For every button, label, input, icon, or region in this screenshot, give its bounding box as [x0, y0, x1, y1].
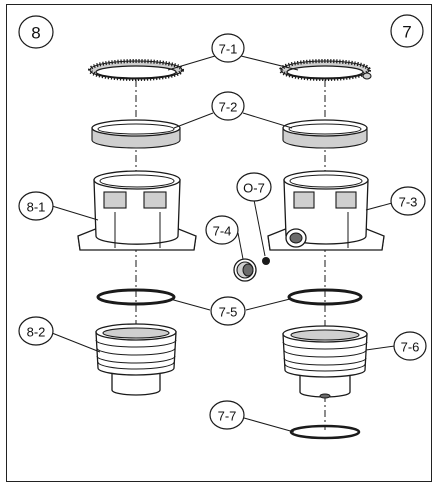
label-7-2: 7-2 — [211, 91, 245, 121]
label-7-3-text: 7-3 — [399, 195, 418, 210]
label-7: 7 — [390, 14, 424, 48]
label-8-1: 8-1 — [18, 191, 54, 221]
label-7-6-text: 7-6 — [401, 340, 420, 355]
label-8: 8 — [18, 15, 54, 49]
label-7-1-text: 7-1 — [219, 42, 238, 57]
label-7-text: 7 — [402, 23, 411, 42]
left-housing-8-1 — [77, 170, 197, 251]
label-7-4-text: 7-4 — [213, 224, 232, 239]
ring-7-7 — [289, 424, 361, 440]
label-8-2-text: 8-2 — [27, 325, 46, 340]
label-o-7-text: O-7 — [243, 181, 265, 196]
label-7-6: 7-6 — [393, 331, 427, 361]
label-7-5-text: 7-5 — [219, 305, 238, 320]
left-o-ring — [96, 288, 176, 306]
label-7-3: 7-3 — [390, 186, 426, 216]
plug-7-4 — [233, 258, 257, 282]
right-threaded-adapter-7-6 — [282, 325, 368, 399]
label-o-7: O-7 — [236, 172, 272, 202]
seal-o-7 — [262, 257, 270, 265]
label-7-4: 7-4 — [205, 215, 239, 245]
label-7-7-text: 7-7 — [218, 409, 237, 424]
label-7-1: 7-1 — [211, 33, 245, 63]
right-toothed-ring — [279, 59, 372, 81]
label-8-1-text: 8-1 — [27, 200, 46, 215]
right-housing-7-3 — [267, 170, 385, 251]
label-8-2: 8-2 — [18, 316, 54, 346]
left-threaded-adapter-8-2 — [95, 323, 177, 396]
left-toothed-ring — [88, 59, 184, 81]
label-7-5: 7-5 — [210, 296, 246, 326]
label-8-text: 8 — [31, 24, 40, 43]
right-band-ring — [282, 119, 368, 149]
label-7-2-text: 7-2 — [219, 100, 238, 115]
diagram-frame — [6, 4, 432, 482]
right-o-ring — [287, 288, 363, 306]
label-7-7: 7-7 — [209, 400, 245, 430]
left-band-ring — [91, 119, 181, 149]
leader-lines — [51, 55, 403, 433]
